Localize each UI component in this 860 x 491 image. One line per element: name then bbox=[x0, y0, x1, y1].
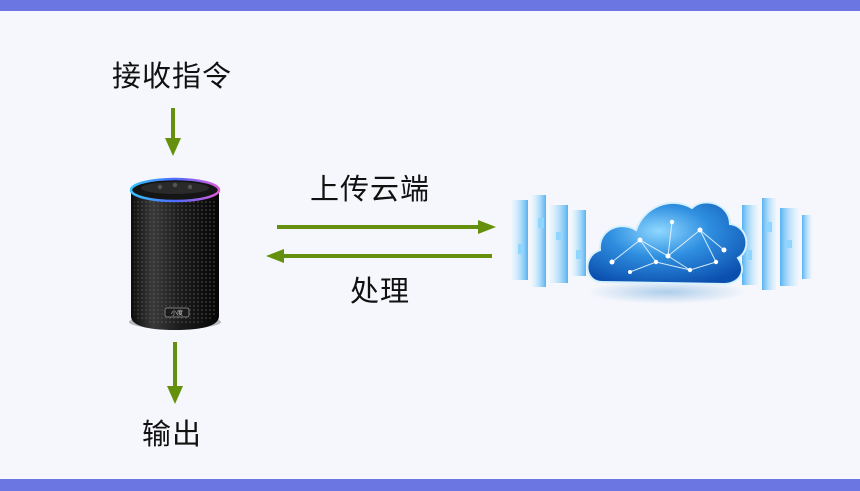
bottom-accent-bar bbox=[0, 479, 860, 491]
smart-speaker-icon: 小度 bbox=[129, 177, 221, 330]
upload-cloud-label: 上传云端 bbox=[310, 172, 431, 206]
output-label: 输出 bbox=[142, 417, 203, 451]
speaker-logo-badge bbox=[164, 307, 190, 318]
top-accent-bar bbox=[0, 0, 860, 11]
receive-command-label: 接收指令 bbox=[112, 59, 233, 93]
speaker-logo-text: 小度 bbox=[171, 309, 183, 317]
cloud-computing-icon bbox=[512, 195, 812, 304]
arrow-left-process bbox=[266, 249, 492, 263]
arrow-down-input bbox=[165, 108, 181, 156]
arrow-down-output bbox=[167, 342, 183, 404]
process-label: 处理 bbox=[350, 274, 411, 308]
arrow-right-upload bbox=[277, 220, 496, 234]
